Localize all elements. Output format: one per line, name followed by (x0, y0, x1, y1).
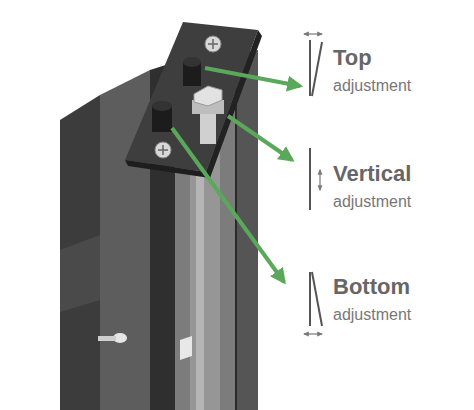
adjustment-icons (304, 34, 322, 334)
adjustment-caption: adjustment (333, 77, 411, 95)
adjustment-name: Vertical (333, 162, 411, 186)
leader-arrows (172, 68, 300, 282)
adjustment-caption: adjustment (333, 306, 411, 324)
adjustment-caption: adjustment (333, 193, 411, 211)
adjustment-name: Top (333, 46, 372, 70)
adjustment-name: Bottom (333, 275, 410, 299)
